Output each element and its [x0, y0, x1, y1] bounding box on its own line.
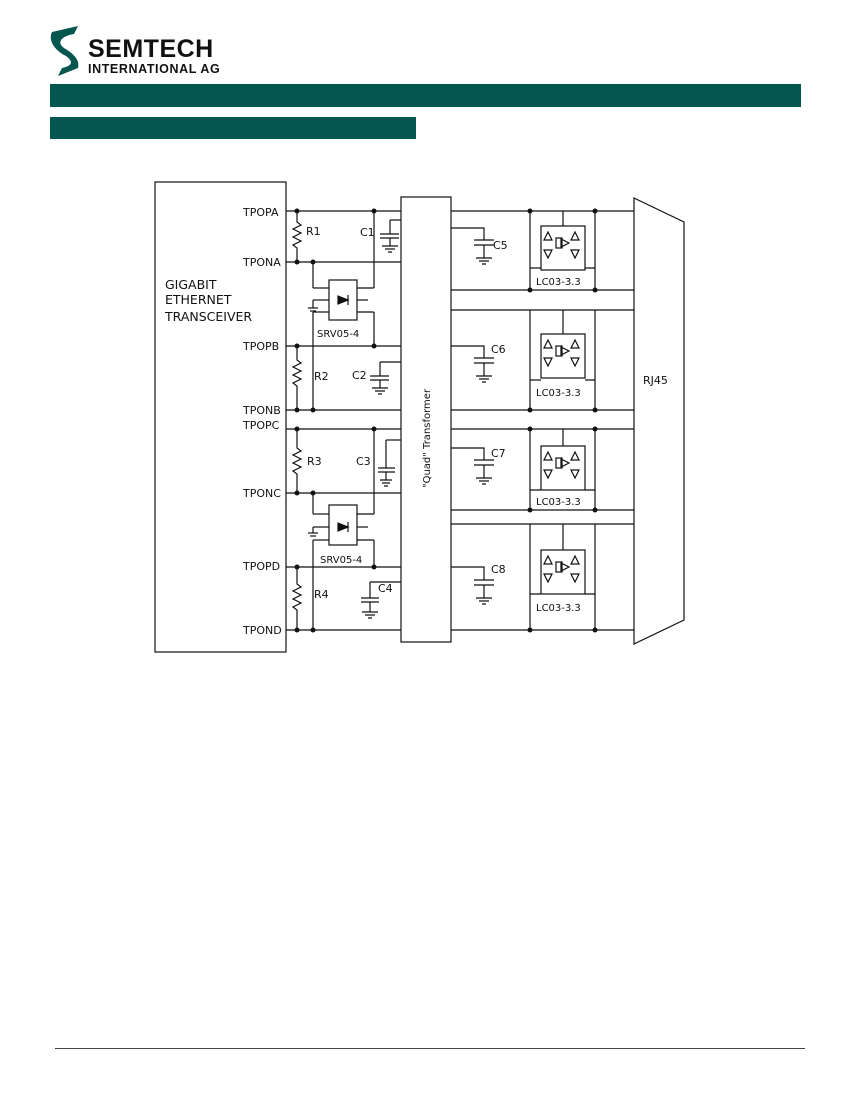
pin-label-tponc: TPONC: [242, 487, 281, 500]
pin-label-tpopc: TPOPC: [242, 419, 280, 432]
capacitor-c6: [451, 345, 494, 383]
capacitor-c8: [451, 566, 494, 605]
resistor-r3: [291, 429, 303, 493]
resistor-label-r1: R1: [306, 225, 321, 238]
pin-label-tpopa: TPOPA: [242, 206, 279, 219]
section-band: [50, 117, 416, 139]
pin-label-tpopb: TPOPB: [242, 340, 279, 353]
capacitor-label-c8: C8: [491, 563, 506, 576]
resistor-r2: [291, 346, 303, 410]
pin-label-tpopd: TPOPD: [242, 560, 280, 573]
resistor-label-r3: R3: [307, 455, 322, 468]
lc03-label-1: LC03-3.3: [536, 277, 581, 288]
capacitor-label-c6: C6: [491, 343, 506, 356]
srv05-4-array-bottom: [308, 429, 375, 630]
transceiver-label-line3: TRANSCEIVER: [164, 309, 252, 324]
footer-rule: [55, 1048, 805, 1049]
transceiver-block: [154, 181, 287, 653]
lc03-label-3: LC03-3.3: [536, 497, 581, 508]
capacitor-label-c5: C5: [493, 239, 508, 252]
line-side-wires: [451, 210, 634, 631]
capacitor-label-c4: C4: [378, 582, 393, 595]
rj45-connector: [633, 197, 685, 645]
transceiver-label-line1: GIGABIT: [165, 277, 217, 292]
capacitor-label-c3: C3: [356, 455, 371, 468]
lc03-label-2: LC03-3.3: [536, 388, 581, 399]
lc03-label-4: LC03-3.3: [536, 603, 581, 614]
srv-label-bottom: SRV05-4: [320, 555, 362, 566]
lc03-device-1: [529, 211, 596, 290]
rj45-label: RJ45: [643, 374, 668, 387]
header-band: [50, 84, 801, 107]
pin-label-tpond: TPOND: [242, 624, 282, 637]
quad-transformer-block: [400, 196, 452, 643]
capacitor-c2: [370, 361, 401, 395]
pin-label-tponb: TPONB: [242, 404, 281, 417]
junction-dots-left: [294, 208, 377, 633]
junction-dots-right: [527, 208, 598, 633]
capacitor-c1: [380, 219, 401, 253]
capacitor-label-c2: C2: [352, 369, 367, 382]
capacitor-c4: [361, 581, 401, 619]
company-name: SEMTECH: [88, 35, 214, 63]
capacitor-label-c7: C7: [491, 447, 506, 460]
srv05-4-array-top: [308, 211, 375, 410]
company-subtitle: INTERNATIONAL AG: [88, 62, 221, 76]
resistor-label-r4: R4: [314, 588, 329, 601]
semtech-logo-icon: [48, 26, 88, 76]
pin-label-tpona: TPONA: [242, 256, 281, 269]
transformer-label: "Quad" Transformer: [422, 388, 433, 488]
resistor-r4: [291, 567, 303, 630]
pin-lines: [286, 210, 401, 631]
capacitor-c7: [451, 447, 494, 485]
transceiver-label-line2: ETHERNET: [165, 292, 232, 307]
capacitor-c5: [451, 227, 494, 265]
lc03-device-4: [529, 524, 596, 630]
capacitor-label-c1: C1: [360, 226, 375, 239]
brand: SEMTECH INTERNATIONAL AG: [88, 36, 220, 76]
srv-label-top: SRV05-4: [317, 329, 359, 340]
capacitor-c3: [378, 439, 401, 487]
resistor-label-r2: R2: [314, 370, 329, 383]
lc03-device-2: [529, 310, 596, 410]
resistor-r1: [291, 211, 303, 262]
lc03-device-3: [529, 429, 596, 510]
